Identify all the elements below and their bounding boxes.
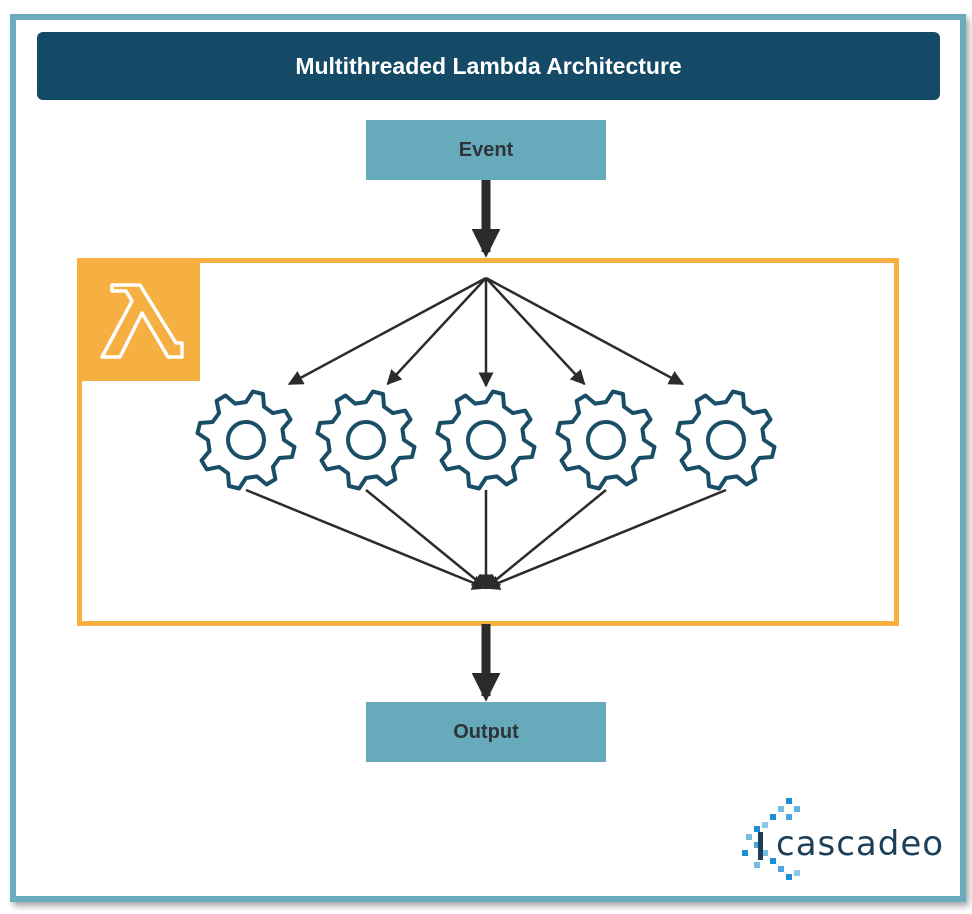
lambda-function-container	[77, 258, 899, 626]
lambda-icon	[100, 283, 184, 359]
fan-in-arrow	[484, 488, 727, 590]
output-node-label: Output	[453, 720, 519, 743]
diagram-title: Multithreaded Lambda Architecture	[295, 52, 682, 79]
event-node: Event	[366, 120, 606, 180]
fan-in-arrow	[484, 489, 607, 589]
cascadeo-logo	[742, 798, 800, 880]
fan-out-arrow	[485, 276, 685, 386]
diagram-title-bar: Multithreaded Lambda Architecture	[37, 32, 940, 100]
output-node: Output	[366, 702, 606, 762]
fan-in-arrow	[245, 488, 488, 590]
fan-out-arrow	[485, 277, 586, 386]
event-node-label: Event	[458, 138, 514, 161]
logo-wordmark: cascadeo	[776, 824, 945, 864]
fan-out-arrows	[287, 276, 685, 388]
gear-icon	[675, 389, 777, 491]
lambda-badge	[82, 263, 200, 381]
fan-in-arrow	[365, 489, 488, 589]
gear-icon	[195, 389, 297, 491]
fan-in-arrows	[245, 488, 727, 590]
fan-out-arrow	[386, 277, 487, 386]
fan-out-arrow	[287, 276, 487, 386]
gear-icon	[555, 389, 657, 491]
gear-icon	[435, 389, 537, 491]
worker-gears	[195, 389, 777, 491]
gear-icon	[315, 389, 417, 491]
